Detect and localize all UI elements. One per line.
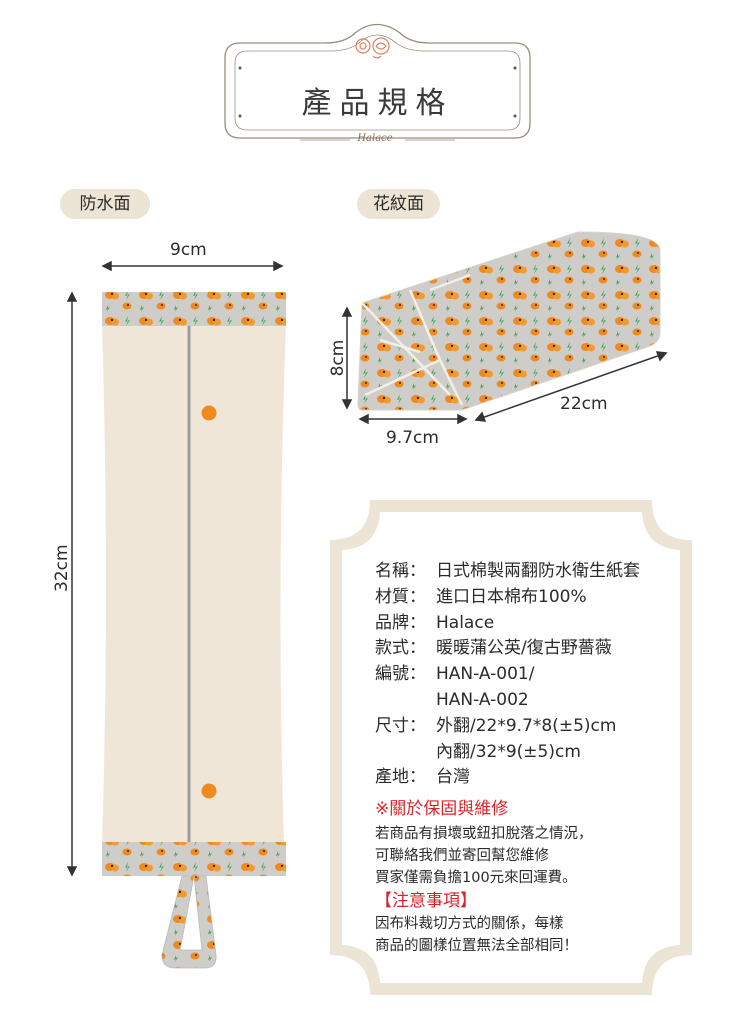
spec-label: 款式： [375,638,426,659]
folded-height-label: 8cm [328,339,348,377]
rose-icon [355,37,390,59]
hanging-loop [161,875,217,969]
folded-width-label: 9.7cm [386,428,439,448]
spec-label: 尺寸： [375,715,426,736]
spec-value: HAN-A-001/ [436,664,535,685]
care-line: 若商品有損壞或鈕扣脫落之情況， [375,825,593,842]
spec-material-row: 材質： 進口日本棉布100% [375,585,675,611]
notice-line: 商品的圖樣位置無法全部相同！ [375,937,578,954]
folded-body [357,231,661,411]
length-arrow [66,291,78,877]
spec-value: 台灣 [436,767,470,788]
folded-width-arrow [358,413,468,425]
height-arrow [341,306,353,410]
snap-button-top [201,405,217,421]
care-line: 買家僅需負擔100元來回運費。 [375,869,577,886]
waterproof-side-tag: 防水面 [60,189,150,219]
spec-code-row: 編號： HAN-A-001/ [375,662,675,688]
spec-label: 編號： [375,664,426,685]
page-title: 產品規格 [301,86,454,121]
spec-brand-row: 品牌： Halace [375,611,675,637]
spec-label: 材質： [375,586,426,607]
width-arrow [101,260,284,272]
flat-width-label: 9cm [170,240,207,260]
notice-line: 因布料裁切方式的關係，每樣 [375,915,564,932]
notice-heading: 【注意事項】 [375,890,477,911]
bottom-pattern-band [102,842,286,876]
info-panel-frame [330,500,692,995]
snap-button-bottom [201,783,217,799]
title-badge [224,23,531,141]
spec-value: Halace [436,612,495,633]
flat-product-illustration [66,260,286,969]
spec-value: 進口日本棉布100% [436,586,587,607]
fold-lines [361,273,471,406]
care-heading: ※關於保固與維修 [375,799,509,820]
top-pattern-band [102,292,286,326]
folded-length-arrow [474,351,668,422]
care-line: 可聯絡我們並寄回幫您維修 [375,847,549,864]
brand-script-logo: Halace [357,133,393,144]
spec-label: 品牌： [375,612,426,633]
flat-length-label: 32cm [52,544,72,592]
spec-origin-row: 產地： 台灣 [375,765,675,791]
folded-product-illustration [341,231,668,425]
spec-value: 內翻/32*9(±5)cm [436,741,581,762]
spec-size-row: 尺寸： 外翻/22*9.7*8(±5)cm [375,714,675,740]
spec-name-row: 名稱： 日式棉製兩翻防水衛生紙套 [375,559,675,585]
spec-style-row: 款式： 暖暖蒲公英/復古野薔薇 [375,636,675,662]
spec-value: 日式棉製兩翻防水衛生紙套 [436,561,640,581]
pattern-side-tag: 花紋面 [357,189,440,219]
spec-value: 暖暖蒲公英/復古野薔薇 [436,638,612,659]
spec-list: 名稱：日式棉製兩翻防水衛生紙套 材質：進口日本棉布100% 品牌：Halace … [375,559,675,957]
spec-value: HAN-A-002 [436,689,529,710]
folded-length-label: 22cm [560,394,608,414]
beige-body [102,325,286,842]
spec-value: 外翻/22*9.7*8(±5)cm [436,715,617,736]
spec-label: 名稱： [375,561,426,581]
spec-label: 產地： [375,767,426,788]
